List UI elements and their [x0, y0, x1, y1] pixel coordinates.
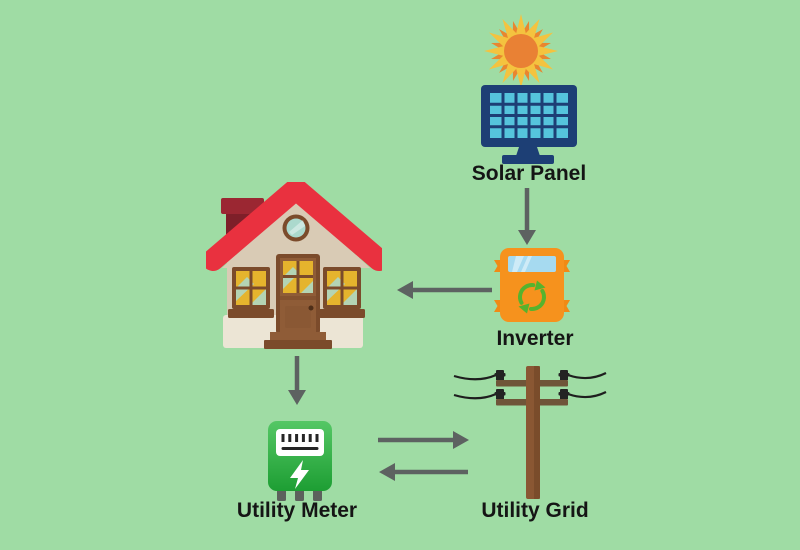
arrow-house-to-utility-meter	[288, 356, 306, 405]
house-icon	[206, 182, 382, 349]
solar-panel-icon	[481, 85, 577, 164]
round-window	[282, 214, 310, 242]
sun-icon	[484, 14, 558, 88]
arrow-solar-panel-to-inverter	[518, 188, 536, 245]
solar-panel-label: Solar Panel	[471, 162, 587, 185]
utility-meter-label: Utility Meter	[236, 499, 358, 522]
door-steps	[264, 332, 332, 349]
roof	[206, 182, 382, 271]
arrow-utility-grid-to-utility-meter	[379, 463, 468, 481]
door	[276, 254, 320, 334]
arrow-utility-meter-to-utility-grid	[378, 431, 469, 449]
power-lines	[453, 372, 607, 400]
utility-pole-icon	[453, 366, 607, 499]
inverter-icon	[494, 248, 570, 322]
arrow-inverter-to-house	[397, 281, 492, 299]
lightning-bolt-icon	[290, 460, 309, 489]
sync-arrows-icon	[518, 280, 546, 314]
inverter-label: Inverter	[496, 327, 574, 350]
electric-meter-icon	[268, 421, 332, 501]
utility-grid-label: Utility Grid	[481, 499, 589, 522]
